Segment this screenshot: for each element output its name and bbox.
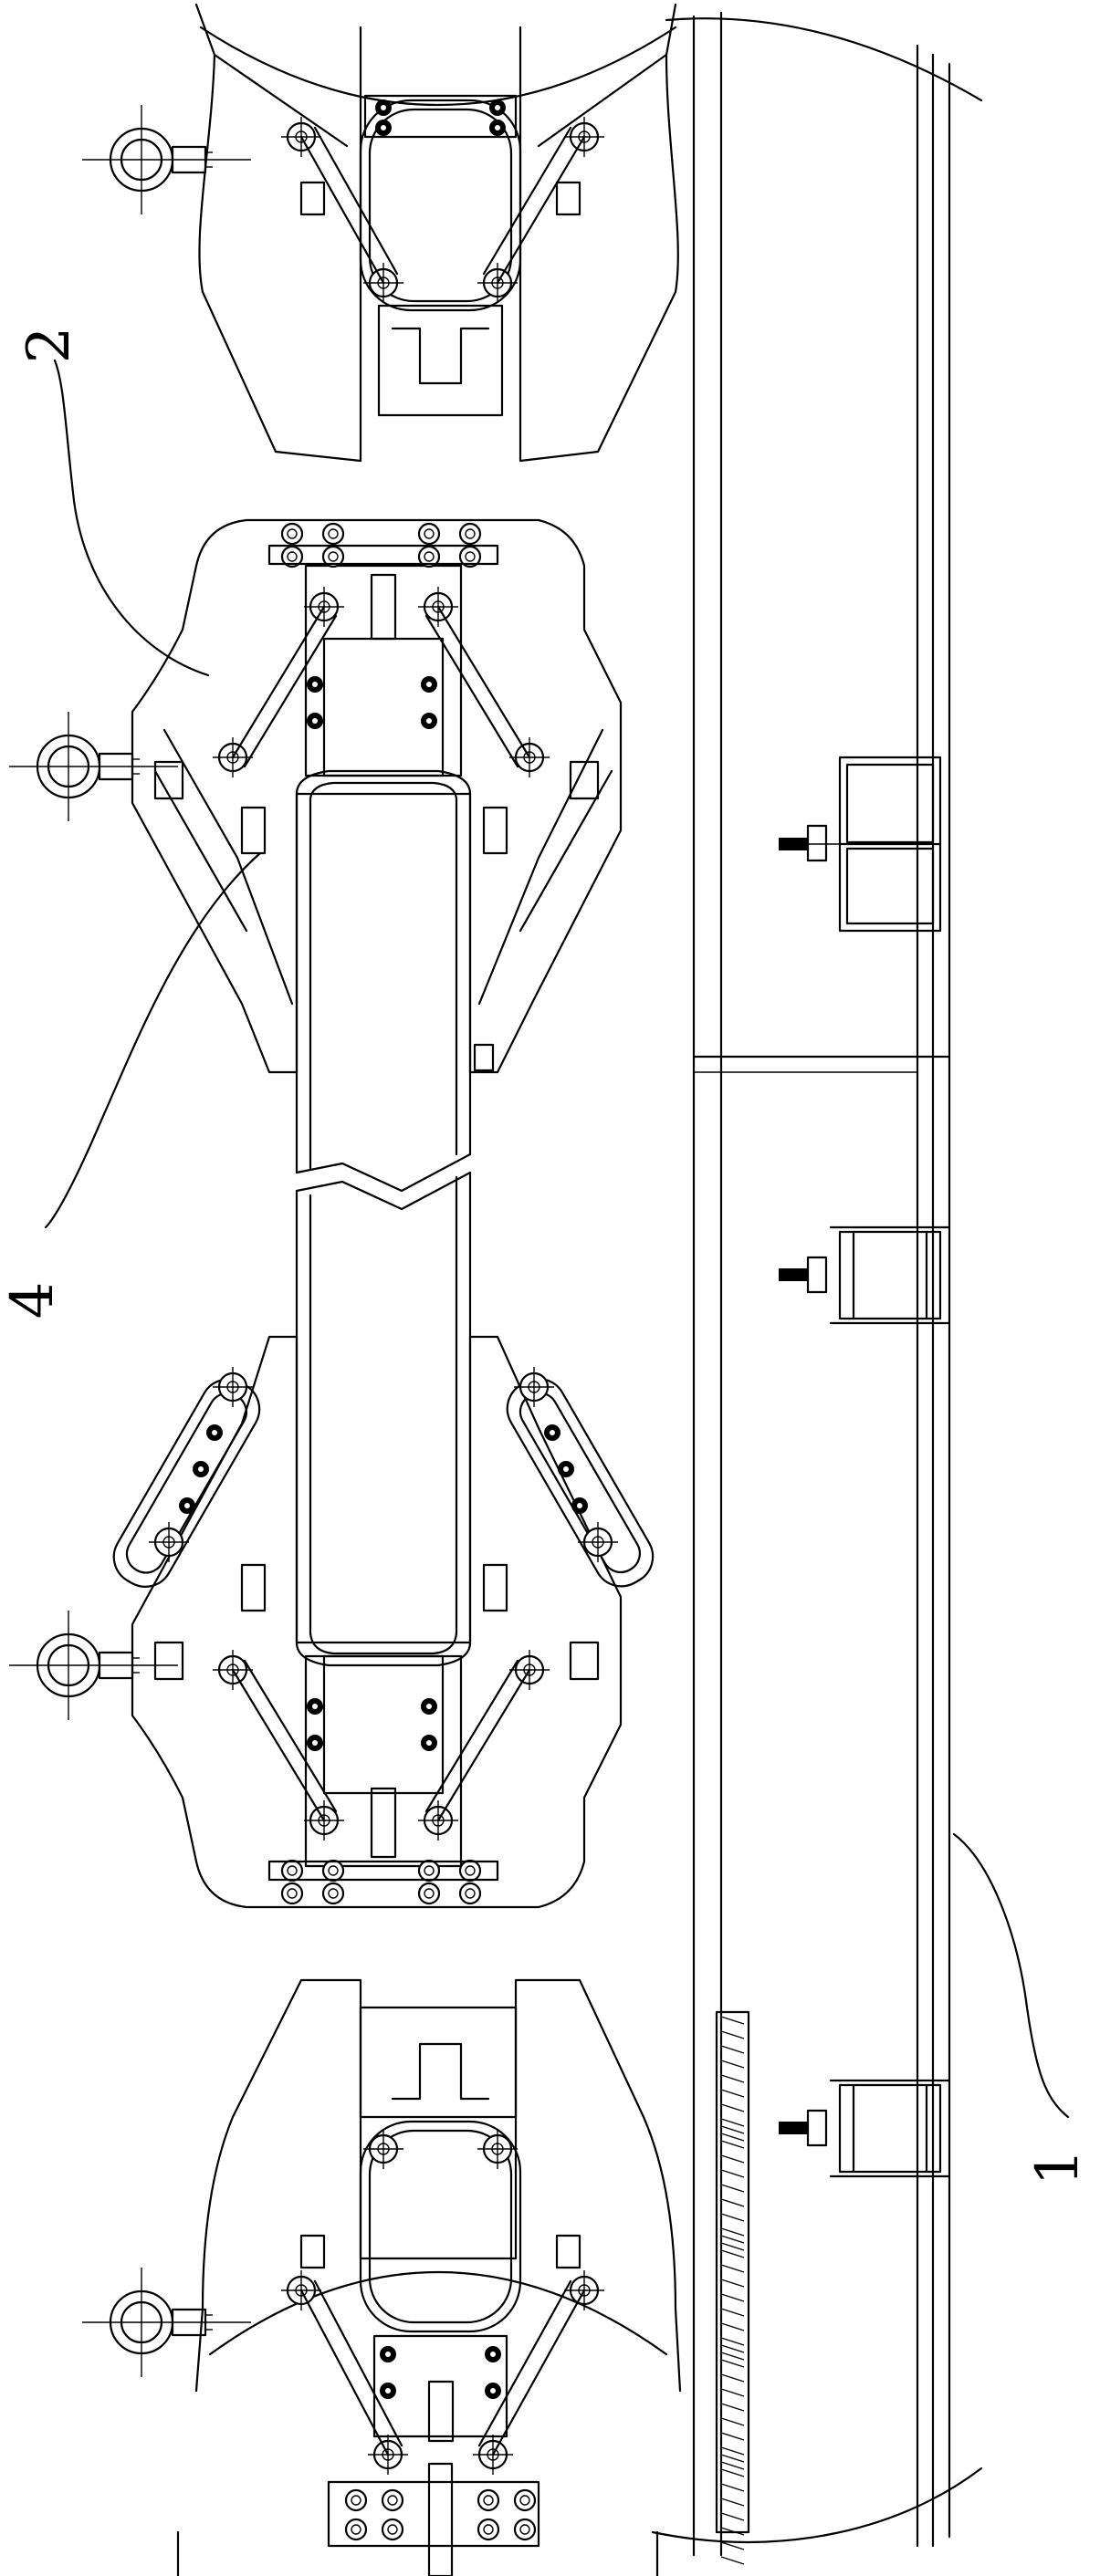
top-clamp-unit [80, 3, 679, 463]
rail-support-upper [779, 1225, 951, 1325]
callout-1-label: 1 [1024, 2149, 1092, 2186]
lower-clamp-unit [7, 1335, 655, 1909]
bottom-clamp-unit [80, 1978, 682, 2576]
callout-4-label: 4 [0, 1282, 67, 1319]
callout-4: 4 [0, 851, 262, 1319]
rail-support-box [779, 756, 942, 933]
callout-2-label: 2 [16, 327, 83, 364]
upper-clamp-unit [7, 518, 623, 1074]
callout-2: 2 [16, 327, 210, 677]
workpiece-bar [295, 769, 472, 1667]
callout-1: 1 [952, 1832, 1092, 2186]
rail-frame [651, 11, 983, 2565]
rail-support-lower [779, 2079, 951, 2178]
